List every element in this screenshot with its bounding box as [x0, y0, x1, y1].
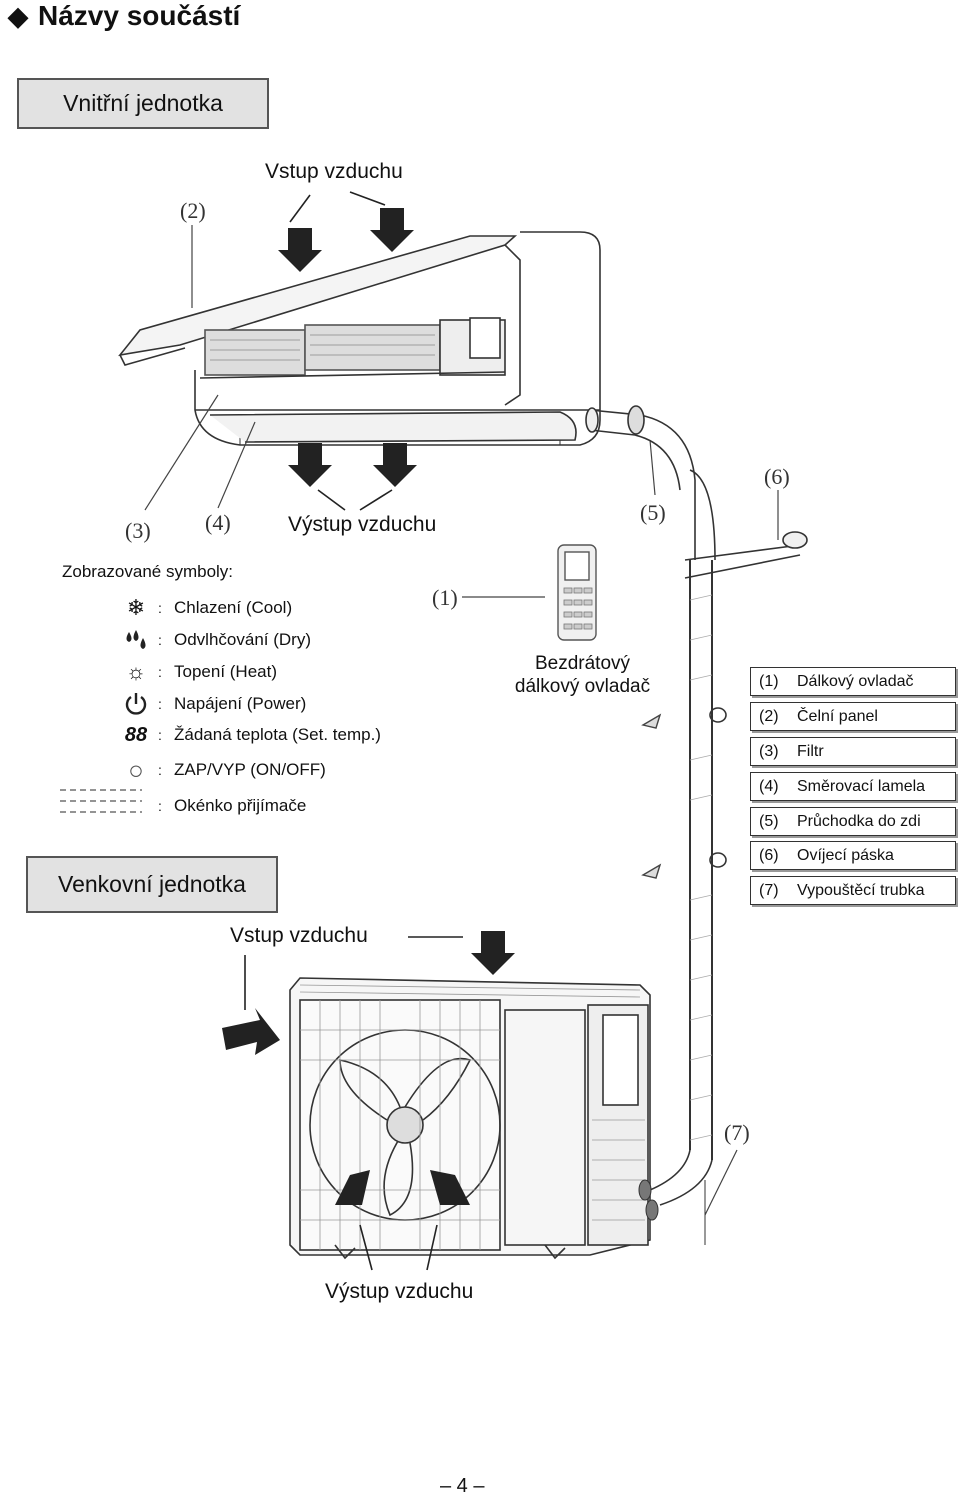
snowflake-icon: ❄	[126, 595, 146, 620]
callout-3: (3)	[125, 518, 151, 543]
symbol-label: Chlazení (Cool)	[174, 598, 293, 617]
symbol-row-set-temp: 88 : Žádaná teplota (Set. temp.)	[120, 721, 381, 749]
diamond-bullet-icon: ◆	[8, 0, 28, 31]
symbol-row-power: : Napájení (Power)	[120, 690, 306, 718]
outdoor-unit-drawing	[289, 977, 651, 1260]
remote-caption-line2: dálkový ovladač	[514, 676, 651, 697]
legend-item: (1)Dálkový ovladač	[750, 667, 956, 696]
remote-control-drawing	[557, 544, 597, 641]
outdoor-unit-label: Venkovní jednotka	[26, 856, 278, 913]
legend-item: (2)Čelní panel	[750, 702, 956, 731]
symbol-row-on-off: ○ : ZAP/VYP (ON/OFF)	[120, 754, 326, 785]
page-number: – 4 –	[440, 1475, 485, 1497]
legend-item: (5)Průchodka do zdi	[750, 807, 956, 836]
outdoor-air-out-label: Výstup vzduchu	[325, 1280, 474, 1303]
symbol-label: Žádaná teplota (Set. temp.)	[174, 725, 381, 744]
digits-icon: 88	[124, 723, 148, 746]
power-icon	[120, 690, 152, 718]
symbol-row-receiver: : Okénko přijímače	[120, 792, 306, 820]
legend-item: (7)Vypouštěcí trubka	[750, 876, 956, 905]
indoor-air-out-label: Výstup vzduchu	[288, 513, 437, 536]
callout-2: (2)	[180, 198, 206, 223]
callout-5: (5)	[640, 500, 666, 525]
page-title: Názvy součástí	[38, 0, 241, 31]
indoor-unit-label: Vnitřní jednotka	[17, 78, 269, 129]
callout-7: (7)	[724, 1120, 750, 1145]
symbol-label: Napájení (Power)	[174, 694, 307, 713]
legend-item: (3)Filtr	[750, 737, 956, 766]
remote-caption-line1: Bezdrátový	[534, 653, 631, 674]
circle-icon: ○	[128, 754, 144, 785]
callout-6: (6)	[764, 464, 790, 489]
symbol-label: Odvlhčování (Dry)	[174, 630, 311, 649]
legend-item: (6)Ovíjecí páska	[750, 841, 956, 870]
symbols-title: Zobrazované symboly:	[62, 562, 234, 581]
legend-item: (4)Směrovací lamela	[750, 772, 956, 801]
remote-caption: Bezdrátový dálkový ovladač	[495, 652, 670, 698]
indoor-air-in-label: Vstup vzduchu	[265, 160, 403, 183]
symbol-label: Okénko přijímače	[174, 796, 307, 815]
indoor-unit-drawing	[118, 231, 601, 446]
sun-icon: ☼	[125, 659, 147, 684]
page-heading: ◆ Názvy součástí	[8, 0, 240, 32]
callout-1: (1)	[432, 585, 458, 610]
symbol-row-heat: ☼ : Topení (Heat)	[120, 658, 277, 686]
callout-4: (4)	[205, 510, 231, 535]
piping-drawing	[585, 405, 808, 1245]
droplets-icon	[120, 626, 152, 654]
symbol-row-cool: ❄ : Chlazení (Cool)	[120, 594, 292, 622]
symbol-label: ZAP/VYP (ON/OFF)	[174, 760, 326, 779]
symbol-label: Topení (Heat)	[174, 662, 277, 681]
symbol-row-dry: : Odvlhčování (Dry)	[120, 626, 311, 654]
outdoor-air-in-label: Vstup vzduchu	[230, 924, 368, 947]
receiver-window-icon	[120, 792, 152, 820]
